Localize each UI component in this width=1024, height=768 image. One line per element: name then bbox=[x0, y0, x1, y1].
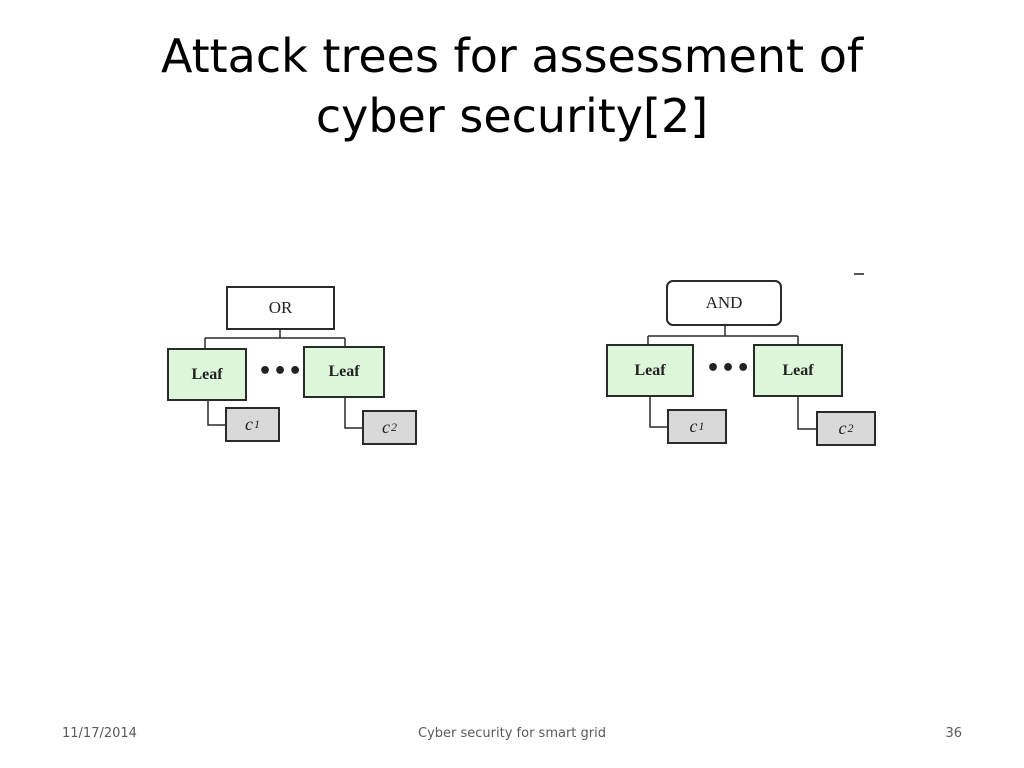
and-leaf-right: Leaf bbox=[753, 344, 843, 397]
and-ellipsis: ••• bbox=[706, 356, 752, 381]
footer-title: Cyber security for smart grid bbox=[418, 726, 606, 741]
or-leaf-right: Leaf bbox=[303, 346, 385, 398]
footer-page-number: 36 bbox=[945, 726, 962, 741]
slide-title-line-2: cyber security[2] bbox=[315, 89, 709, 143]
or-cost-left-sub: 1 bbox=[254, 417, 260, 431]
or-gate-label: OR bbox=[268, 298, 293, 317]
or-gate-node: OR bbox=[226, 286, 335, 330]
and-cost-left-sub: 1 bbox=[698, 419, 705, 433]
and-cost-left-base: c bbox=[689, 416, 698, 436]
footer-date: 11/17/2014 bbox=[62, 726, 137, 741]
slide-title-line-1: Attack trees for assessment of bbox=[160, 29, 864, 83]
and-leaf-left-label: Leaf bbox=[634, 361, 666, 379]
or-right-cost-link bbox=[344, 398, 362, 429]
or-tree-connectors bbox=[204, 330, 362, 429]
and-gate-label: AND bbox=[705, 293, 743, 312]
and-right-cost-link bbox=[797, 397, 816, 430]
and-gate-node: AND bbox=[666, 280, 782, 326]
or-ellipsis: ••• bbox=[258, 359, 304, 384]
or-cost-left-base: c bbox=[245, 414, 253, 434]
or-cost-right-base: c bbox=[382, 417, 390, 437]
and-cost-right-base: c bbox=[838, 418, 847, 438]
and-leaf-right-label: Leaf bbox=[782, 361, 814, 379]
or-leaf-right-label: Leaf bbox=[328, 363, 360, 380]
slide-title: Attack trees for assessment of cyber sec… bbox=[0, 26, 1024, 146]
or-leaf-left: Leaf bbox=[167, 348, 247, 401]
and-left-cost-link bbox=[649, 397, 667, 428]
or-cost-right-sub: 2 bbox=[391, 420, 397, 434]
and-cost-right-sub: 2 bbox=[847, 421, 854, 435]
and-leaf-left: Leaf bbox=[606, 344, 694, 397]
or-leaf-left-label: Leaf bbox=[191, 365, 223, 383]
and-tree-connectors bbox=[647, 273, 864, 430]
or-left-cost-link bbox=[207, 400, 225, 426]
